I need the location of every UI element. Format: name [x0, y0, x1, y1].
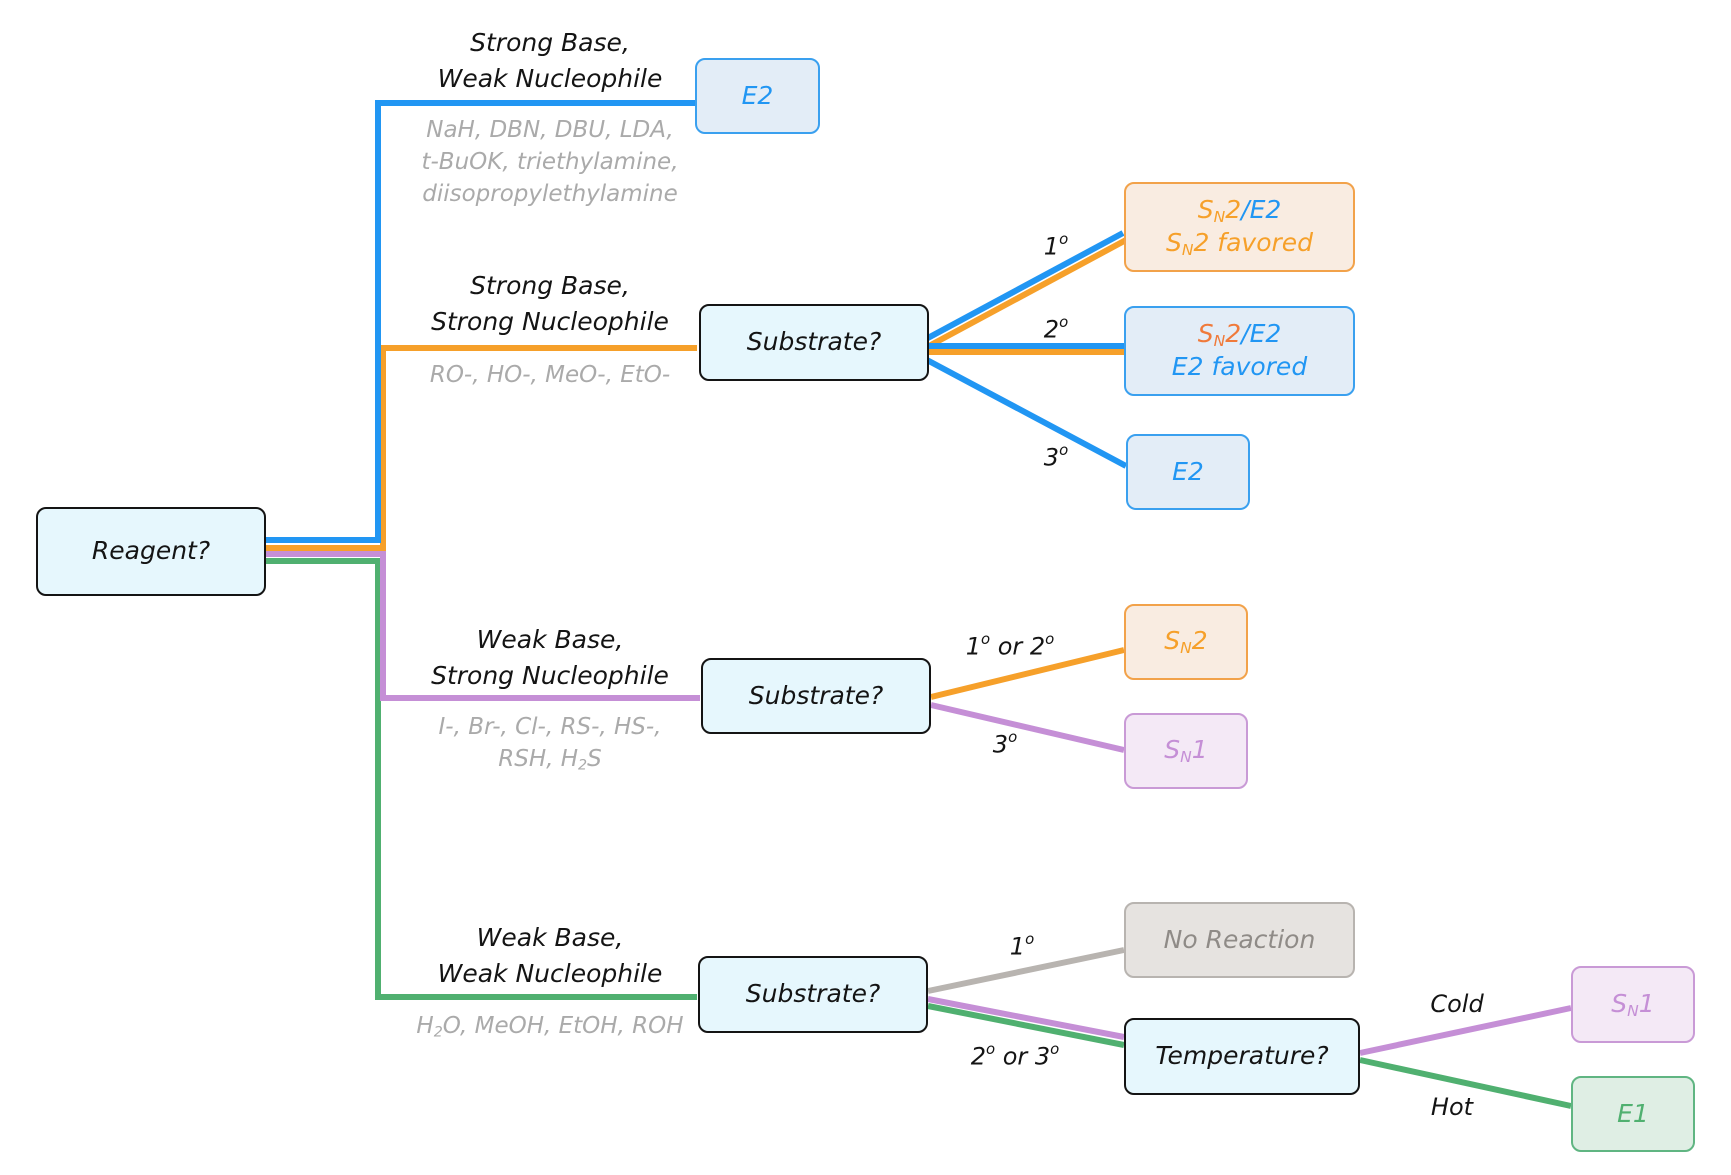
branch-label-wb-sn: Weak Base, Strong Nucleophile — [431, 625, 669, 690]
edge-label-two-or-three: 2o or 3o — [970, 1040, 1060, 1071]
edge-label-one-or-two: 1o or 2o — [965, 630, 1055, 661]
branch-examples-wb-sn: I-, Br-, Cl-, RS-, HS-, RSH, H2S — [438, 714, 662, 774]
edge-label-wb-primary: 1o — [1009, 930, 1035, 961]
line-s2-sn2 — [930, 647, 1125, 700]
edge-label-tertiary: 3o — [1043, 441, 1069, 472]
branch-label-sb-wn: Strong Base, Weak Nucleophile — [437, 28, 663, 93]
line-green-trunk — [263, 558, 697, 1000]
line-blue-trunk — [263, 100, 695, 543]
substrate-label-1: Substrate? — [746, 327, 882, 357]
line-s1-tertiary-blue — [925, 357, 1128, 469]
edge-label-three: 3o — [992, 728, 1018, 759]
edge-label-cold: Cold — [1430, 990, 1484, 1018]
result-e2-top: E2 — [695, 58, 820, 134]
line-s3-temp-purple — [927, 996, 1125, 1040]
branch-examples-sb-sn: RO-, HO-, MeO-, EtO- — [429, 362, 671, 388]
temperature-label: Temperature? — [1155, 1041, 1329, 1071]
branch-label-sb-sn: Strong Base, Strong Nucleophile — [431, 271, 669, 336]
line-purple-trunk — [263, 551, 700, 701]
substrate-node-1: Substrate? — [699, 304, 929, 381]
result-e1: E1 — [1571, 1076, 1695, 1152]
result-sn1-cold: SN1 — [1571, 966, 1695, 1043]
branch-label-wb-wn: Weak Base, Weak Nucleophile — [437, 923, 663, 988]
reagent-node: Reagent? — [36, 507, 266, 596]
temperature-node: Temperature? — [1124, 1018, 1360, 1095]
line-s1-primary-orange — [927, 237, 1128, 349]
line-s1-primary-blue — [924, 230, 1125, 342]
result-sn1: SN1 — [1124, 713, 1248, 789]
result-sn2-e2-sn2-favored: SN2/E2 SN2 favored — [1124, 182, 1355, 272]
edge-label-hot: Hot — [1430, 1093, 1474, 1121]
reagent-label: Reagent? — [91, 536, 211, 566]
result-sn2: SN2 — [1124, 604, 1248, 680]
substrate-node-2: Substrate? — [701, 658, 931, 734]
branch-examples-wb-wn: H2O, MeOH, EtOH, ROH — [416, 1013, 684, 1041]
line-temp-hot — [1359, 1057, 1572, 1109]
result-no-reaction: No Reaction — [1124, 902, 1355, 978]
line-temp-cold — [1359, 1005, 1572, 1056]
substrate-node-3: Substrate? — [698, 956, 928, 1033]
substrate-label-2: Substrate? — [748, 680, 884, 710]
line-s3-no-reaction — [927, 947, 1125, 994]
result-sn2-e2-e2-favored: SN2/E2 E2 favored — [1124, 306, 1355, 396]
line-s3-temp-green — [927, 1003, 1125, 1048]
edge-label-secondary: 2o — [1043, 313, 1069, 344]
line-orange-trunk — [263, 345, 697, 551]
branch-examples-sb-wn: NaH, DBN, DBU, LDA, t-BuOK, triethylamin… — [421, 117, 679, 207]
edge-label-primary: 1o — [1043, 230, 1069, 261]
line-s2-sn1 — [930, 702, 1125, 753]
result-e2-tertiary: E2 — [1126, 434, 1250, 510]
substrate-label-3: Substrate? — [745, 979, 881, 1009]
